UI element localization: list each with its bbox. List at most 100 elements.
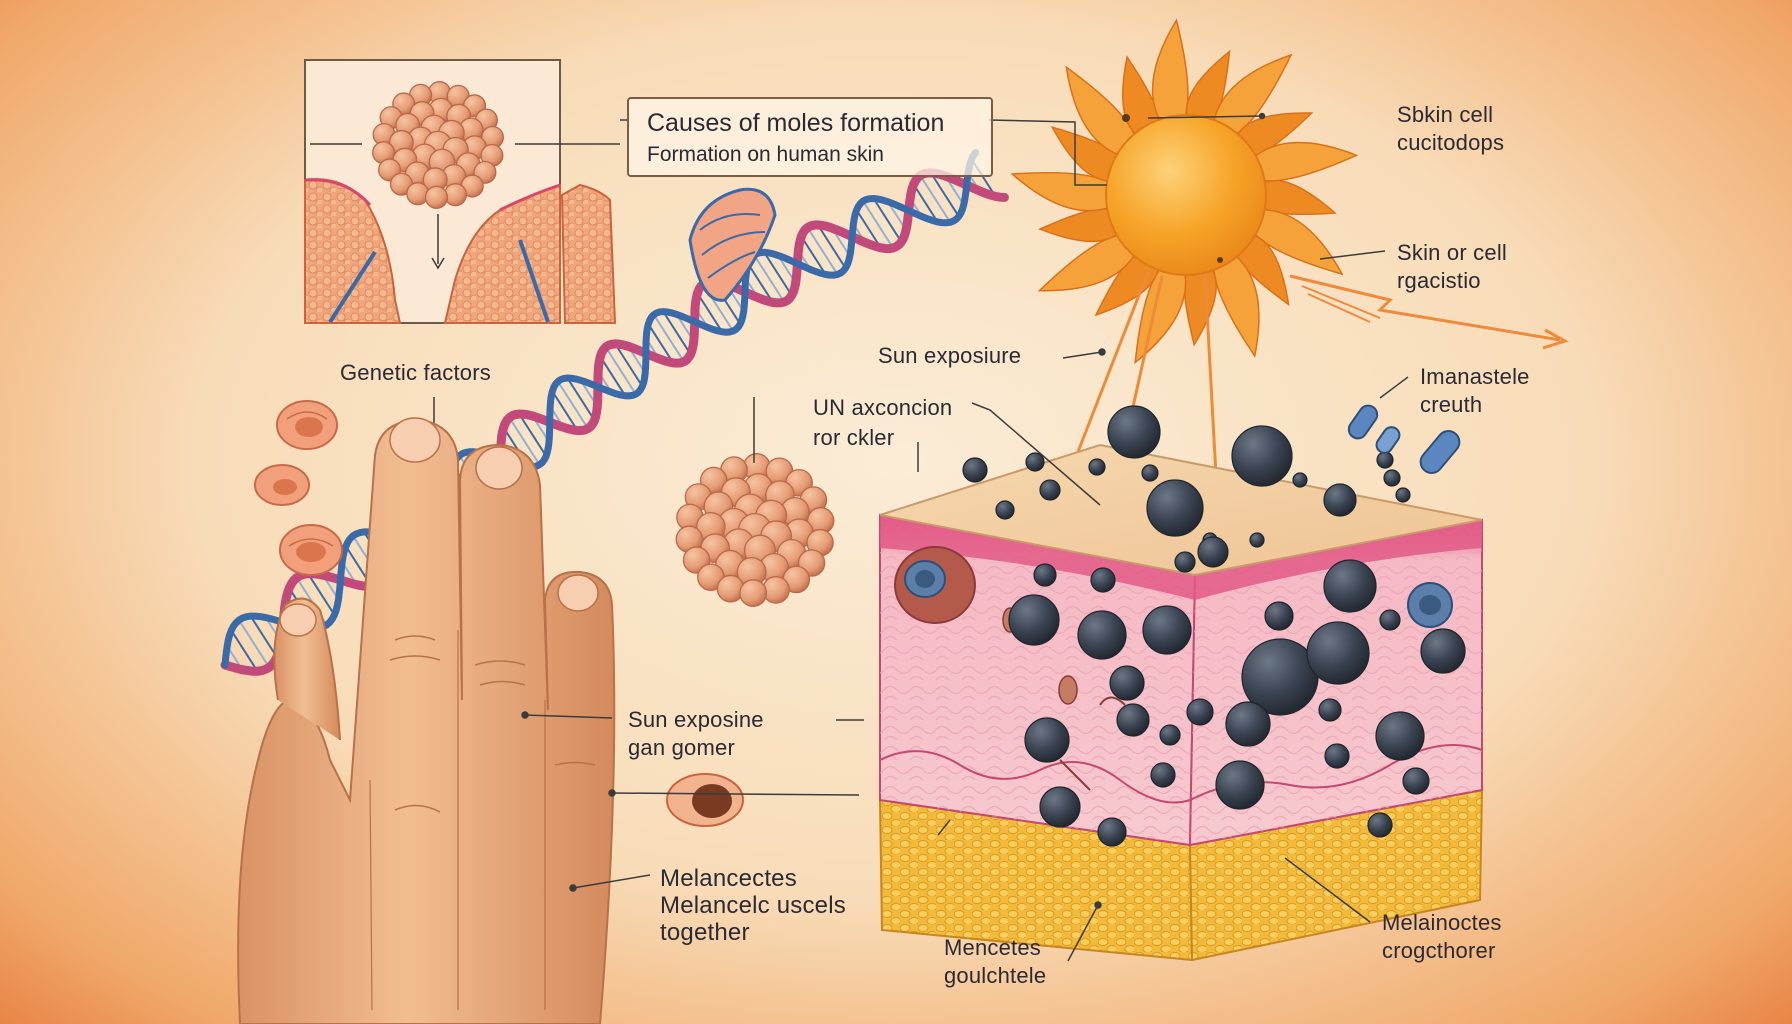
melanocyte-sphere (1376, 451, 1394, 469)
dna-base-pair (508, 417, 541, 466)
label-imanastele-line2: creuth (1420, 392, 1483, 417)
melanocyte-sphere (1116, 703, 1150, 737)
melanocyte-sphere (1306, 621, 1370, 685)
sun-ray (1037, 207, 1119, 243)
dna-base-pair (604, 346, 637, 395)
melanocyte-sphere (1186, 698, 1214, 726)
cluster-cell (424, 185, 449, 209)
cluster-cell (406, 182, 430, 206)
label-melanoctes-right-line2: crogcthorer (1382, 938, 1496, 963)
label-imanastele-line1: Imanastele (1420, 364, 1530, 389)
sun-ray (1010, 171, 1110, 212)
melanocyte-sphere (1323, 559, 1377, 613)
melanocyte-sphere (1323, 483, 1357, 517)
dna-base-pair (230, 629, 259, 672)
label-sun-exposure-mid-line1: Sun exposine (628, 707, 764, 732)
melanocyte-sphere (1025, 452, 1045, 472)
melanocyte-sphere (1402, 767, 1430, 795)
dna-base-pair (919, 174, 952, 223)
dna-base-pair (238, 619, 271, 668)
melanocyte-sphere (1231, 425, 1293, 487)
dna-base-pair (763, 251, 793, 296)
label-sun-exposure-top: Sun exposiure (878, 343, 1022, 368)
label-melanocytes-left-line1: Melancectes (660, 865, 797, 892)
dna-base-pair (652, 314, 685, 363)
label-skin-cell-mid-line1: Skin or cell (1397, 240, 1507, 265)
label-uv-line2: ror ckler (813, 425, 895, 450)
melanocyte-sphere (1142, 605, 1192, 655)
dna-base-pair (806, 227, 839, 275)
cluster-cell (716, 574, 745, 603)
label-melanocytes-left-line2: Melancelc uscels (660, 892, 846, 919)
cell-cluster-middle (675, 453, 835, 607)
label-melanocytes-left-line3: together (660, 919, 750, 946)
sun-ray (1262, 179, 1337, 216)
melanocyte-sphere (1141, 464, 1159, 482)
growth-capsules (1347, 404, 1461, 474)
melanocyte-sphere (1008, 594, 1060, 646)
dna-base-pair (307, 573, 336, 616)
melanocyte-sphere (1197, 536, 1229, 568)
dna-base-pair (800, 235, 827, 276)
melanocyte-sphere (962, 457, 988, 483)
dna-base-pair (518, 413, 547, 457)
melanocyte-sphere (1159, 724, 1181, 746)
dna-base-pair (566, 377, 596, 421)
dna-base-pair (249, 615, 278, 658)
melanocyte-sphere (1039, 479, 1061, 501)
dna-base-pair (872, 197, 903, 243)
melanocyte-sphere (1367, 812, 1393, 838)
cell-cluster-top (372, 81, 504, 209)
melanocyte-sphere (1039, 786, 1081, 828)
melanocyte-sphere (1395, 487, 1411, 503)
dna-ribbon-fragment (688, 187, 777, 302)
dna-base-pair (912, 183, 939, 223)
melanocyte-sphere (1033, 563, 1057, 587)
melanocyte-sphere (1379, 609, 1401, 631)
sun-ray (1253, 141, 1359, 182)
melanocyte-sphere (1109, 665, 1145, 701)
dna-base-pair (599, 356, 627, 397)
label-mencetes-line2: goulchtele (944, 963, 1047, 988)
dna-base-pair (862, 200, 894, 249)
melanocyte-sphere (1318, 698, 1342, 722)
sun-ray (1183, 267, 1217, 347)
melanocyte-sphere (1383, 469, 1401, 487)
melanocyte-sphere (1215, 760, 1265, 810)
melanocyte-sphere (1024, 717, 1070, 763)
label-uv-line1: UN axconcion (813, 395, 953, 420)
mole-cell-slices (254, 400, 343, 576)
label-leader-lines (521, 112, 1409, 962)
melanocyte-sphere (1077, 610, 1127, 660)
melanocyte-sphere (1375, 711, 1425, 761)
dna-base-pair (662, 311, 692, 355)
diagram-title-box: Causes of moles formation Formation on h… (627, 97, 993, 177)
melanocyte-sphere (995, 500, 1015, 520)
hand-illustration (237, 417, 616, 1024)
dna-base-pair (551, 390, 579, 432)
dna-base-pair (557, 380, 589, 430)
skin-tissue-block (878, 443, 1484, 962)
label-sun-exposure-mid-line2: gan gomer (628, 735, 735, 760)
melanocyte-sphere (1097, 817, 1127, 847)
diagram-title: Causes of moles formation (647, 109, 945, 137)
melanocyte-sphere (1174, 551, 1196, 573)
dna-base-pair (930, 172, 960, 217)
melanocyte-sphere (1090, 567, 1116, 593)
label-genetic-factors: Genetic factors (340, 360, 491, 385)
melanocyte-sphere (1107, 405, 1161, 459)
dna-base-pair (614, 343, 644, 387)
dna-base-pair (855, 209, 882, 249)
label-melanoctes-right-line1: Melainoctes (1382, 910, 1502, 935)
diagram-subtitle: Formation on human skin (647, 143, 884, 166)
skin-mole-lesion (666, 773, 744, 827)
sun-ray (1151, 18, 1189, 123)
dna-base-pair (647, 323, 675, 364)
melanocyte-sphere (1088, 458, 1106, 476)
dna-base-pair (747, 263, 774, 303)
melanocyte-sphere (1264, 601, 1294, 631)
melanocyte-sphere (1225, 701, 1271, 747)
melanocyte-sphere (1420, 628, 1466, 674)
melanocyte-sphere (1150, 762, 1176, 788)
